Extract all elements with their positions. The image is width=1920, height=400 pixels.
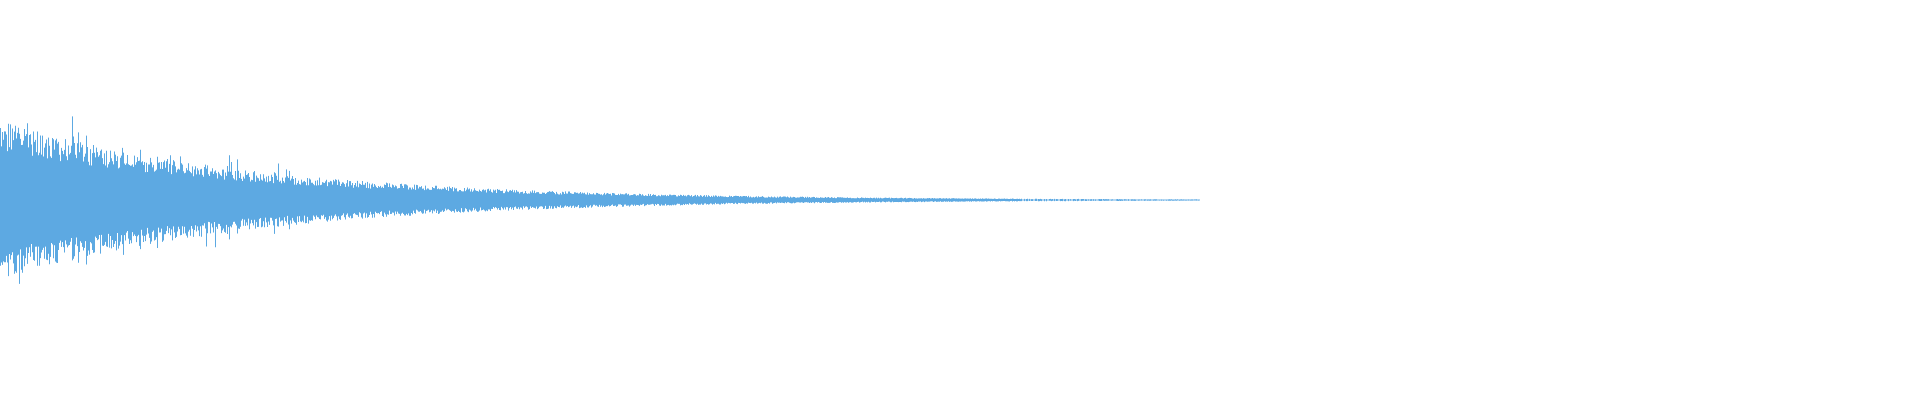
waveform-samples <box>0 116 1200 284</box>
